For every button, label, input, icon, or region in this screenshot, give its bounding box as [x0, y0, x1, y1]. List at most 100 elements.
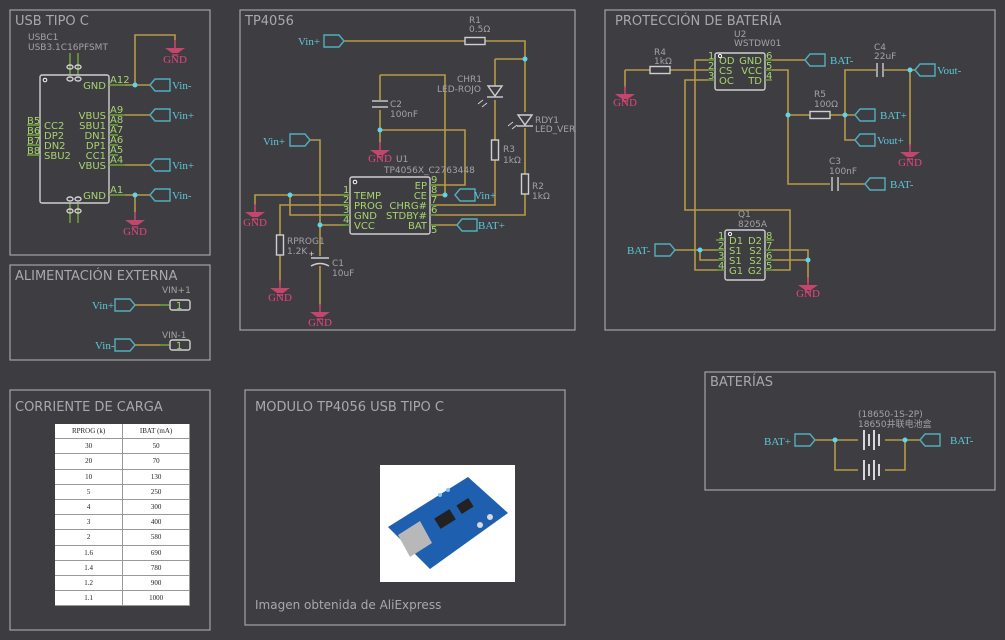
- panel-title: ALIMENTACIÓN EXTERNA: [15, 268, 178, 284]
- protection-section: PROTECCIÓN DE BATERÍA R4 1kΩ GND U2 WSTD…: [613, 13, 962, 300]
- pin-label: CE: [414, 191, 427, 202]
- pin-number: 6: [766, 51, 772, 62]
- net-label[interactable]: Vin-: [95, 340, 115, 352]
- component-part: TP4056X_C2763448: [383, 166, 475, 176]
- pin-number: 3: [708, 71, 714, 82]
- connector-pin[interactable]: [169, 339, 191, 351]
- table-cell: 50: [122, 438, 190, 455]
- panel-title: TP4056: [244, 14, 294, 29]
- net-label[interactable]: Vin+: [172, 110, 194, 122]
- net-label[interactable]: Vin+: [298, 36, 320, 48]
- component-value: 0.5Ω: [469, 25, 490, 35]
- pin-label: VCC: [741, 66, 762, 77]
- table-cell: 1.6: [55, 545, 124, 561]
- capacitor-icon[interactable]: [372, 100, 388, 108]
- pin-label: SBU2: [44, 151, 71, 162]
- net-label[interactable]: BAT-: [890, 179, 914, 191]
- net-label[interactable]: BAT+: [478, 220, 505, 232]
- net-label[interactable]: BAT+: [880, 110, 907, 122]
- gnd-label: GND: [796, 288, 820, 300]
- gnd-label: GND: [123, 226, 147, 238]
- component-ref: R4: [654, 48, 666, 58]
- pin-label: BAT: [408, 221, 428, 232]
- component-ref: R2: [532, 182, 544, 192]
- gnd-label: GND: [268, 292, 292, 304]
- battery-icon[interactable]: [863, 430, 880, 450]
- table-cell: 780: [122, 560, 190, 576]
- pin-label: SBU1: [79, 121, 106, 132]
- component-ref: C3: [829, 157, 841, 167]
- component-value: 100nF: [390, 110, 418, 120]
- connector-ref: VIN-1: [162, 331, 187, 341]
- component-part: USB3.1C16PFSMT: [28, 43, 108, 53]
- panel-title: CORRIENTE DE CARGA: [15, 400, 163, 415]
- image-caption: Imagen obtenida de AliExpress: [255, 598, 442, 612]
- pin-number: A1: [110, 185, 123, 196]
- table-cell: 1.2: [55, 575, 124, 592]
- table-cell: 130: [122, 469, 190, 485]
- wstdw01-chip[interactable]: [714, 52, 766, 91]
- table-cell: 30: [55, 438, 124, 455]
- pin-number: 4: [718, 261, 724, 272]
- batteries-section: BATERÍAS (18650-1S-2P) 18650井联电池盒 BAT+ B…: [710, 374, 974, 480]
- component-ref: Q1: [738, 210, 751, 220]
- component-ref: RDY1: [535, 116, 559, 126]
- pin-label: S1: [729, 246, 742, 257]
- ext-power-panel: [9, 264, 211, 361]
- capacitor-icon[interactable]: [831, 177, 839, 191]
- connector-pin[interactable]: [169, 299, 191, 311]
- component-part: 8205A: [738, 220, 768, 230]
- panel-title: MODULO TP4056 USB TIPO C: [255, 400, 444, 415]
- net-label[interactable]: Vin+: [474, 190, 496, 202]
- net-label[interactable]: BAT-: [830, 55, 854, 67]
- component-part: WSTDW01: [734, 39, 781, 49]
- net-label[interactable]: Vin+: [92, 300, 114, 312]
- usb-connector-chip[interactable]: [39, 74, 110, 204]
- table-cell: 1000: [122, 590, 190, 607]
- pin-label: G1: [729, 266, 743, 277]
- net-label[interactable]: Vin+: [172, 160, 194, 172]
- ext-power-section: ALIMENTACIÓN EXTERNA VIN+1 Vin+ 1 VIN-1 …: [15, 268, 191, 352]
- pin-label: VBUS: [79, 111, 106, 122]
- net-label[interactable]: Vin+: [263, 136, 285, 148]
- table-cell: 20: [55, 453, 124, 470]
- component-ref: (18650-1S-2P): [858, 410, 923, 420]
- battery-icon[interactable]: [863, 460, 880, 480]
- net-label[interactable]: BAT-: [950, 435, 974, 447]
- capacitor-icon[interactable]: +: [309, 249, 330, 267]
- net-label[interactable]: BAT+: [764, 436, 791, 448]
- pin-number: 6: [431, 205, 437, 216]
- gnd-label: GND: [163, 54, 187, 66]
- net-label[interactable]: Vout+: [877, 135, 904, 147]
- net-label[interactable]: Vin-: [172, 80, 192, 92]
- component-ref: R1: [469, 16, 481, 26]
- component-value: 1kΩ: [532, 192, 550, 202]
- pin-label: D2: [748, 236, 762, 247]
- component-value: 1kΩ: [654, 57, 672, 67]
- capacitor-icon[interactable]: [876, 63, 884, 77]
- pin-number: A8: [110, 115, 123, 126]
- pin-number: B5: [27, 116, 40, 127]
- component-value: 100Ω: [814, 100, 838, 110]
- 8205a-chip[interactable]: [724, 229, 766, 281]
- led-icon[interactable]: [477, 85, 504, 108]
- net-label[interactable]: Vin-: [172, 190, 192, 202]
- pin-number: 2: [718, 241, 724, 252]
- table-cell: 4: [55, 499, 124, 516]
- component-ref: C4: [874, 43, 886, 53]
- led-icon[interactable]: [507, 114, 534, 130]
- pin-label: G2: [748, 266, 762, 277]
- pin-number: 5: [766, 61, 772, 72]
- table-cell: 400: [122, 514, 190, 531]
- pin-number: 4: [343, 215, 349, 226]
- pin-label: DP2: [44, 131, 64, 142]
- component-ref: U1: [396, 155, 408, 165]
- net-label[interactable]: BAT-: [627, 245, 651, 257]
- pin-label: GND: [83, 81, 106, 92]
- net-label[interactable]: Vout-: [937, 65, 962, 77]
